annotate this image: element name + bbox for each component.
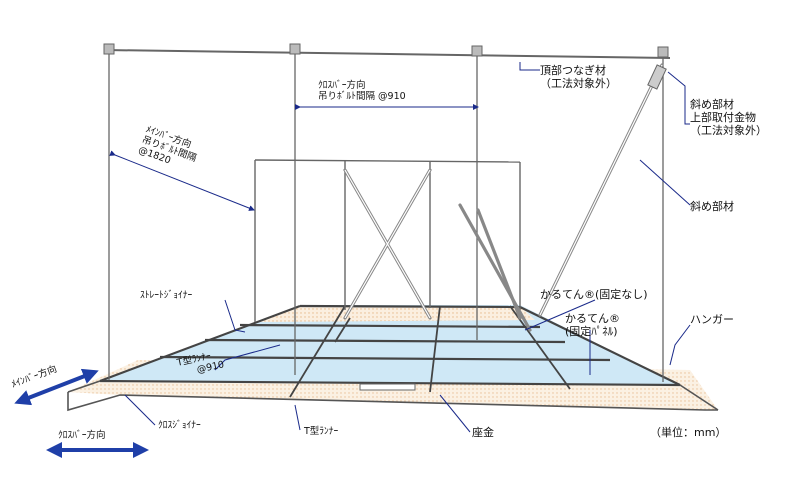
right-bar xyxy=(679,384,719,411)
label-top-connector: 頂部つなぎ材 （工法対象外） xyxy=(540,64,617,90)
hatch-strip-front xyxy=(115,362,650,383)
label-brace-top-fitting-line3: （工法対象外） xyxy=(690,124,767,137)
label-brace-top-fitting-line1: 斜め部材 xyxy=(690,98,734,111)
label-brace: 斜め部材 xyxy=(690,200,734,213)
main-bars xyxy=(99,304,681,387)
hatch-strip-mid xyxy=(200,323,560,342)
hatch-strip-back xyxy=(255,306,535,322)
label-karuten-fixed-line1: かるてん® xyxy=(565,312,620,325)
label-karuten-free: かるてん®(固定なし) xyxy=(540,288,648,301)
label-brace-top-fitting-line2: 上部取付金物 xyxy=(690,111,756,124)
seat-plate xyxy=(359,383,416,391)
label-brace-top-fitting: 斜め部材 上部取付金物 （工法対象外） xyxy=(690,98,767,137)
label-cross-joiner: ｸﾛｽｼﾞｮｲﾅｰ xyxy=(158,420,201,431)
label-seat-plate: 座金 xyxy=(472,426,494,439)
label-crossbar-direction: ｸﾛｽﾊﾞｰ方向 xyxy=(58,430,106,441)
label-karuten-fixed-line2: (固定ﾊﾟﾈﾙ) xyxy=(565,325,618,338)
label-top-connector-line2: （工法対象外） xyxy=(540,77,617,90)
label-karuten-fixed: かるてん® (固定ﾊﾟﾈﾙ) xyxy=(565,312,620,338)
brace-fitting xyxy=(647,64,667,90)
top-connector-bar xyxy=(104,49,671,59)
label-crossbar-spacing: ｸﾛｽﾊﾞｰ方向 吊りﾎﾞﾙﾄ間隔 @910 xyxy=(318,80,406,102)
cross-runners xyxy=(289,305,571,398)
label-t-runner: T型ﾗﾝﾅｰ xyxy=(304,426,339,437)
leader-lines xyxy=(109,62,691,433)
upper-frame xyxy=(254,159,521,322)
label-crossbar-spacing-line2: 吊りﾎﾞﾙﾄ間隔 @910 xyxy=(318,91,406,102)
label-straight-joiner: ｽﾄﾚｰﾄｼﾞｮｲﾅｰ xyxy=(140,290,193,301)
label-top-connector-line1: 頂部つなぎ材 xyxy=(540,64,606,77)
label-crossbar-spacing-line1: ｸﾛｽﾊﾞｰ方向 xyxy=(318,80,366,91)
brace-inner xyxy=(344,64,663,319)
label-unit: （単位：mm） xyxy=(650,426,727,439)
label-hanger: ハンガー xyxy=(690,313,734,326)
direction-arrows xyxy=(14,368,149,458)
side-rails xyxy=(99,304,681,386)
mainbar-direction-arrow xyxy=(14,368,99,406)
